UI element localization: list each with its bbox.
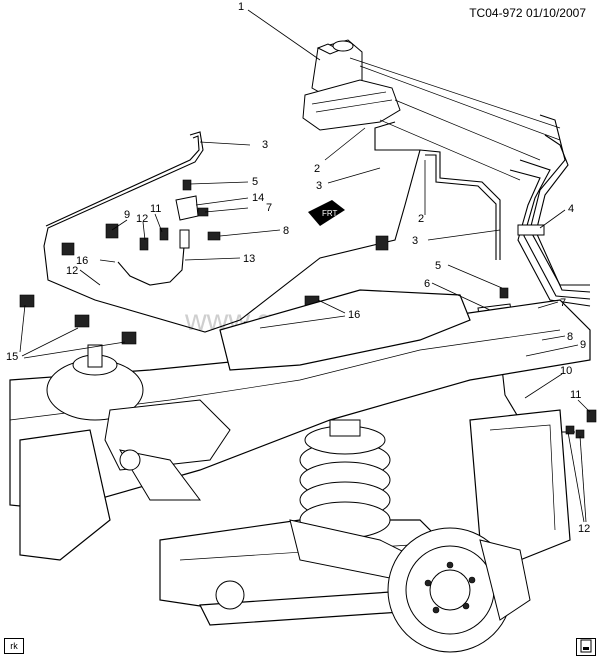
callout-1: 1 bbox=[238, 1, 244, 13]
hose-fitting-left bbox=[179, 229, 190, 249]
callout-12-left-lower: 12 bbox=[66, 265, 78, 277]
callout-5-right: 5 bbox=[435, 260, 441, 272]
callout-14: 14 bbox=[252, 192, 264, 204]
callout-9-left: 9 bbox=[124, 209, 130, 221]
right-suspension bbox=[289, 419, 421, 581]
callout-8-right: 8 bbox=[567, 331, 573, 343]
callout-15: 15 bbox=[6, 351, 18, 363]
callout-16-left: 16 bbox=[76, 255, 88, 267]
callout-8-left: 8 bbox=[283, 225, 289, 237]
diagram-date: 01/10/2007 bbox=[525, 6, 586, 20]
callout-12-right: 12 bbox=[578, 523, 590, 535]
callout-16-right: 16 bbox=[348, 309, 360, 321]
corner-label: rk bbox=[10, 641, 18, 651]
callout-7-left: 7 bbox=[266, 202, 272, 214]
callout-11-left: 11 bbox=[150, 203, 161, 215]
corner-label-box: rk bbox=[4, 638, 24, 654]
callout-3-middle: 3 bbox=[316, 180, 322, 192]
callout-3-upper: 3 bbox=[262, 139, 268, 151]
document-icon bbox=[580, 639, 592, 653]
callout-2-upper: 2 bbox=[314, 163, 320, 175]
callout-3-lower: 3 bbox=[412, 235, 418, 247]
diagram-code: TC04-972 bbox=[469, 6, 523, 20]
callout-labels: 1 2 3 3 2 3 5 14 7 4 9 11 12 8 13 16 12 … bbox=[6, 1, 590, 535]
callout-12-left-upper: 12 bbox=[136, 213, 148, 225]
callout-6: 6 bbox=[424, 278, 430, 290]
left-suspension bbox=[46, 344, 245, 610]
leader-lines bbox=[19, 9, 591, 523]
front-arrow-label: FRT bbox=[322, 209, 338, 218]
brake-line-long bbox=[43, 121, 421, 333]
callout-10: 10 bbox=[560, 365, 572, 377]
callout-9-right: 9 bbox=[580, 339, 586, 351]
corner-icon-box bbox=[576, 638, 596, 656]
callout-13: 13 bbox=[243, 253, 255, 265]
brake-line-right-front bbox=[419, 149, 501, 260]
callout-11-right: 11 bbox=[570, 389, 581, 401]
brake-hose-left bbox=[117, 234, 186, 286]
callout-5-left: 5 bbox=[252, 176, 258, 188]
master-cylinder bbox=[302, 39, 401, 131]
callout-4: 4 bbox=[568, 203, 574, 215]
brake-line-bundle bbox=[509, 114, 591, 307]
diagram-header: TC04-972 01/10/2007 bbox=[469, 6, 586, 20]
front-direction-arrow: FRT bbox=[308, 200, 345, 226]
callout-7-right: 7 bbox=[560, 297, 566, 309]
brake-rotor-hub bbox=[387, 527, 531, 653]
callout-2-middle: 2 bbox=[418, 213, 424, 225]
